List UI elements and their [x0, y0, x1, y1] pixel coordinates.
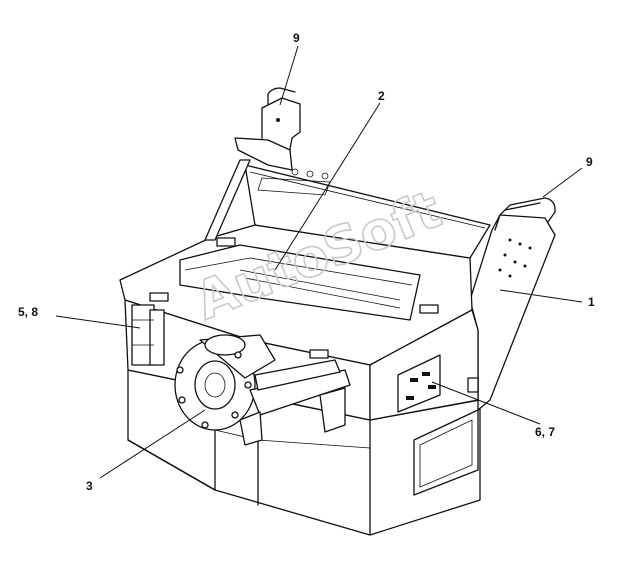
callout-9-left: 9	[293, 31, 300, 45]
callout-9-right: 9	[586, 155, 593, 169]
callout-6-7: 6, 7	[535, 425, 555, 439]
callout-2: 2	[378, 89, 385, 103]
callout-1: 1	[588, 295, 595, 309]
leader-lines	[55, 45, 583, 479]
left-cylinder	[131, 304, 165, 366]
plate-holes	[498, 238, 532, 278]
callout-5-8: 5, 8	[18, 305, 38, 319]
side-bolts	[397, 354, 479, 413]
side-plate-right	[469, 214, 556, 411]
grab-handle-left	[234, 87, 301, 171]
callouts: 9 2 9 1 5, 8 6, 7 3	[18, 31, 595, 493]
grab-handle-right	[499, 197, 556, 223]
hub-assembly	[174, 334, 351, 446]
callout-3: 3	[86, 479, 93, 493]
